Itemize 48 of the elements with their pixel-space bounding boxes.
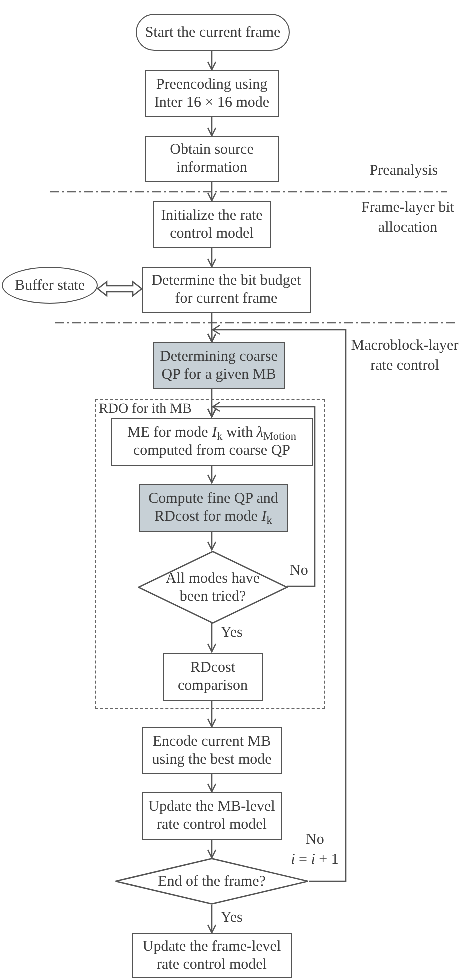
process-box	[142, 267, 311, 313]
section-label: Macroblock-layer rate control	[350, 337, 460, 376]
counter-label: i = i + 1	[290, 851, 340, 870]
start-terminal	[136, 14, 290, 51]
process-box	[145, 70, 279, 117]
shaded-process-box	[139, 484, 288, 532]
step-label: Determining coarse QP for a given MB	[159, 348, 279, 384]
process-box	[132, 933, 292, 978]
section-label: Preanalysis	[368, 162, 440, 181]
decision-label: All modes have been tried?	[164, 570, 262, 606]
step-label: Start the current frame	[145, 24, 281, 42]
arrow	[207, 51, 217, 71]
arrow	[207, 700, 217, 728]
decision-diamond	[138, 551, 288, 624]
arrow	[207, 623, 217, 653]
step-label: Update the MB-level rate control model	[148, 798, 276, 834]
step-label: Compute fine QP and RDcost for mode I$_{k}$	[148, 490, 280, 526]
step-label: ME for mode I$_{k}$ with λ$_{Motion}$ computed from coarse QP	[126, 424, 298, 460]
process-box	[142, 727, 282, 774]
group-title: RDO for ith MB	[99, 401, 192, 418]
process-box	[153, 201, 271, 248]
arrow	[207, 905, 217, 934]
decision-label: End of the frame?	[158, 872, 266, 890]
arrow	[207, 248, 217, 268]
dashed-group-frame	[95, 399, 325, 709]
step-label: Determine the bit budget for current frame	[150, 272, 302, 308]
step-label: Preencoding using Inter 16 × 16 mode	[153, 76, 271, 112]
arrow	[207, 182, 217, 202]
arrow	[207, 840, 217, 859]
process-box	[142, 792, 282, 840]
process-box	[163, 653, 263, 701]
double-arrow	[96, 280, 144, 298]
section-label: Frame-layer bit allocation	[360, 199, 456, 238]
step-label: RDcost comparison	[177, 659, 249, 695]
shaded-process-box	[153, 342, 285, 389]
process-box	[145, 136, 279, 182]
step-label: Encode current MB using the best mode	[151, 732, 273, 768]
arrow	[207, 117, 217, 137]
step-label: Buffer state	[14, 276, 86, 294]
step-label: Update the frame-level rate control model	[142, 938, 282, 974]
arrow	[207, 774, 217, 793]
arrow	[207, 402, 316, 588]
process-box	[111, 418, 313, 466]
arrow	[207, 531, 217, 551]
arrow	[207, 465, 217, 484]
step-label: Obtain source information	[169, 141, 255, 177]
step-label: Initialize the rate control model	[160, 206, 264, 242]
arrow	[207, 324, 347, 882]
